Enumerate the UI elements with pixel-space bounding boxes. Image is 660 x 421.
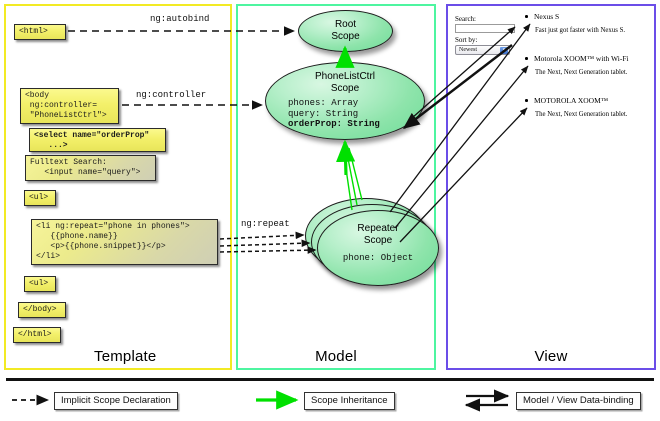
- legend-arrow-databinding: [464, 389, 510, 412]
- edge-label-ng-controller: ng:controller: [136, 90, 207, 100]
- template-box-html-close: </html>: [13, 327, 61, 343]
- view-phone-snippet-0: Fast just got faster with Nexus S.: [535, 27, 626, 34]
- view-phone-item-2: MOTOROLA XOOM™ The Next, Next Generation…: [525, 96, 628, 118]
- view-search-input[interactable]: [455, 24, 515, 33]
- scope-phonelistctrl-prop-query: query: String: [288, 108, 359, 119]
- panel-template-label: Template: [94, 348, 157, 365]
- legend-divider: [6, 378, 654, 381]
- view-phone-name-2: MOTOROLA XOOM™: [525, 96, 627, 105]
- view-sort-selected-value: Newest: [459, 47, 477, 53]
- scope-repeater-prop-phone: phone: Object: [342, 253, 414, 263]
- scope-phonelistctrl-title-2: Scope: [330, 82, 360, 94]
- panel-view-label: View: [534, 348, 568, 365]
- view-phone-name-0: Nexus S: [525, 12, 625, 21]
- scope-repeater-title-2: Scope: [363, 234, 393, 246]
- template-box-li-repeat: <li ng:repeat="phone in phones"> {{phone…: [31, 219, 218, 265]
- chevron-updown-icon: ▾: [500, 47, 508, 54]
- view-phone-item-0: Nexus S Fast just got faster with Nexus …: [525, 12, 626, 34]
- template-box-select: <select name="orderProp" ...>: [29, 128, 166, 152]
- template-box-body-close: </body>: [18, 302, 66, 318]
- scope-phonelistctrl-prop-phones: phones: Array: [288, 98, 359, 108]
- scope-phonelistctrl: PhoneListCtrl Scope phones: Array query:…: [265, 62, 425, 140]
- legend-item-implicit-scope-declaration: Implicit Scope Declaration: [54, 392, 178, 410]
- view-phone-item-1: Motorola XOOM™ with Wi-Fi The Next, Next…: [525, 54, 629, 76]
- template-box-body-open: <body ng:controller= "PhoneListCtrl">: [20, 88, 119, 124]
- template-box-ul-open: <ul>: [24, 190, 56, 206]
- view-phone-name-text-1: Motorola XOOM™ with Wi-Fi: [534, 54, 629, 63]
- scope-repeater: Repeater Scope phone: Object: [317, 210, 439, 286]
- scope-phonelistctrl-title-1: PhoneListCtrl: [314, 71, 376, 82]
- view-search-label: Search:: [455, 15, 476, 23]
- legend-item-model-view-data-binding: Model / View Data-binding: [516, 392, 641, 410]
- view-phone-snippet-2: The Next, Next Generation tablet.: [535, 111, 628, 118]
- view-phone-name-1: Motorola XOOM™ with Wi-Fi: [525, 54, 629, 63]
- panel-model: Model: [236, 4, 436, 370]
- template-box-ul-close: <ul>: [24, 276, 56, 292]
- bullet-icon: [525, 99, 528, 102]
- edge-label-ng-autobind: ng:autobind: [150, 14, 210, 24]
- panel-model-label: Model: [315, 348, 357, 365]
- scope-root: Root Scope: [298, 10, 393, 52]
- bullet-icon: [525, 15, 528, 18]
- view-phone-name-text-0: Nexus S: [534, 12, 560, 21]
- view-phone-name-text-2: MOTOROLA XOOM™: [534, 96, 609, 105]
- scope-repeater-title-1: Repeater: [357, 223, 399, 234]
- template-box-html-open: <html>: [14, 24, 66, 40]
- scope-phonelistctrl-prop-orderprop: orderProp: String: [288, 119, 380, 129]
- bullet-icon: [525, 57, 528, 60]
- scope-root-title-1: Root: [334, 19, 357, 30]
- view-sort-select[interactable]: Newest ▾: [455, 45, 510, 55]
- scope-root-title-2: Scope: [331, 30, 360, 42]
- view-sort-label: Sort by:: [455, 36, 478, 44]
- legend-item-scope-inheritance: Scope Inheritance: [304, 392, 395, 410]
- edge-label-ng-repeat: ng:repeat: [241, 219, 290, 229]
- template-box-fulltext-search: Fulltext Search: <input name="query">: [25, 155, 156, 181]
- view-phone-snippet-1: The Next, Next Generation tablet.: [535, 69, 628, 76]
